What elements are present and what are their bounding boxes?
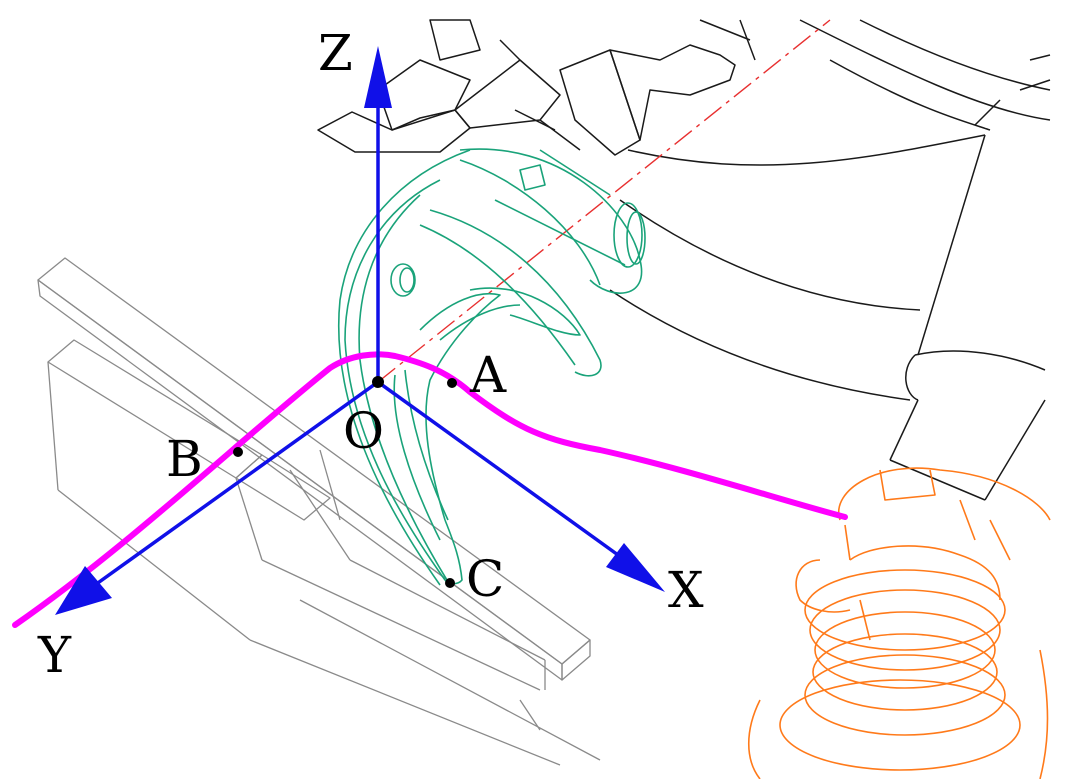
point-c-label: C	[466, 550, 504, 608]
bobbin-spool	[747, 467, 1051, 779]
z-axis-arrowhead	[364, 46, 392, 108]
key-points	[233, 376, 457, 588]
z-axis-label: Z	[318, 24, 353, 82]
fixture-plates	[37, 257, 601, 766]
y-axis-line	[93, 380, 380, 587]
x-axis-arrowhead	[606, 543, 665, 592]
thread-path	[12, 351, 848, 628]
point-b-label: B	[166, 430, 203, 488]
point-a-label: A	[469, 346, 507, 404]
hook-centerline	[377, 19, 831, 383]
coordinate-axes	[55, 46, 665, 615]
x-axis-line	[376, 380, 627, 562]
origin-label: O	[343, 402, 384, 460]
point-a-marker	[447, 378, 457, 388]
machine-housing	[317, 19, 1051, 501]
y-axis-arrowhead	[55, 566, 112, 615]
point-c-marker	[445, 578, 455, 588]
y-axis-label: Y	[37, 626, 72, 684]
x-axis-label: X	[668, 561, 704, 619]
rotary-hook	[338, 148, 646, 586]
origin-point	[372, 376, 384, 388]
labels: Z X Y O A B C	[37, 24, 704, 684]
point-b-marker	[233, 447, 243, 457]
